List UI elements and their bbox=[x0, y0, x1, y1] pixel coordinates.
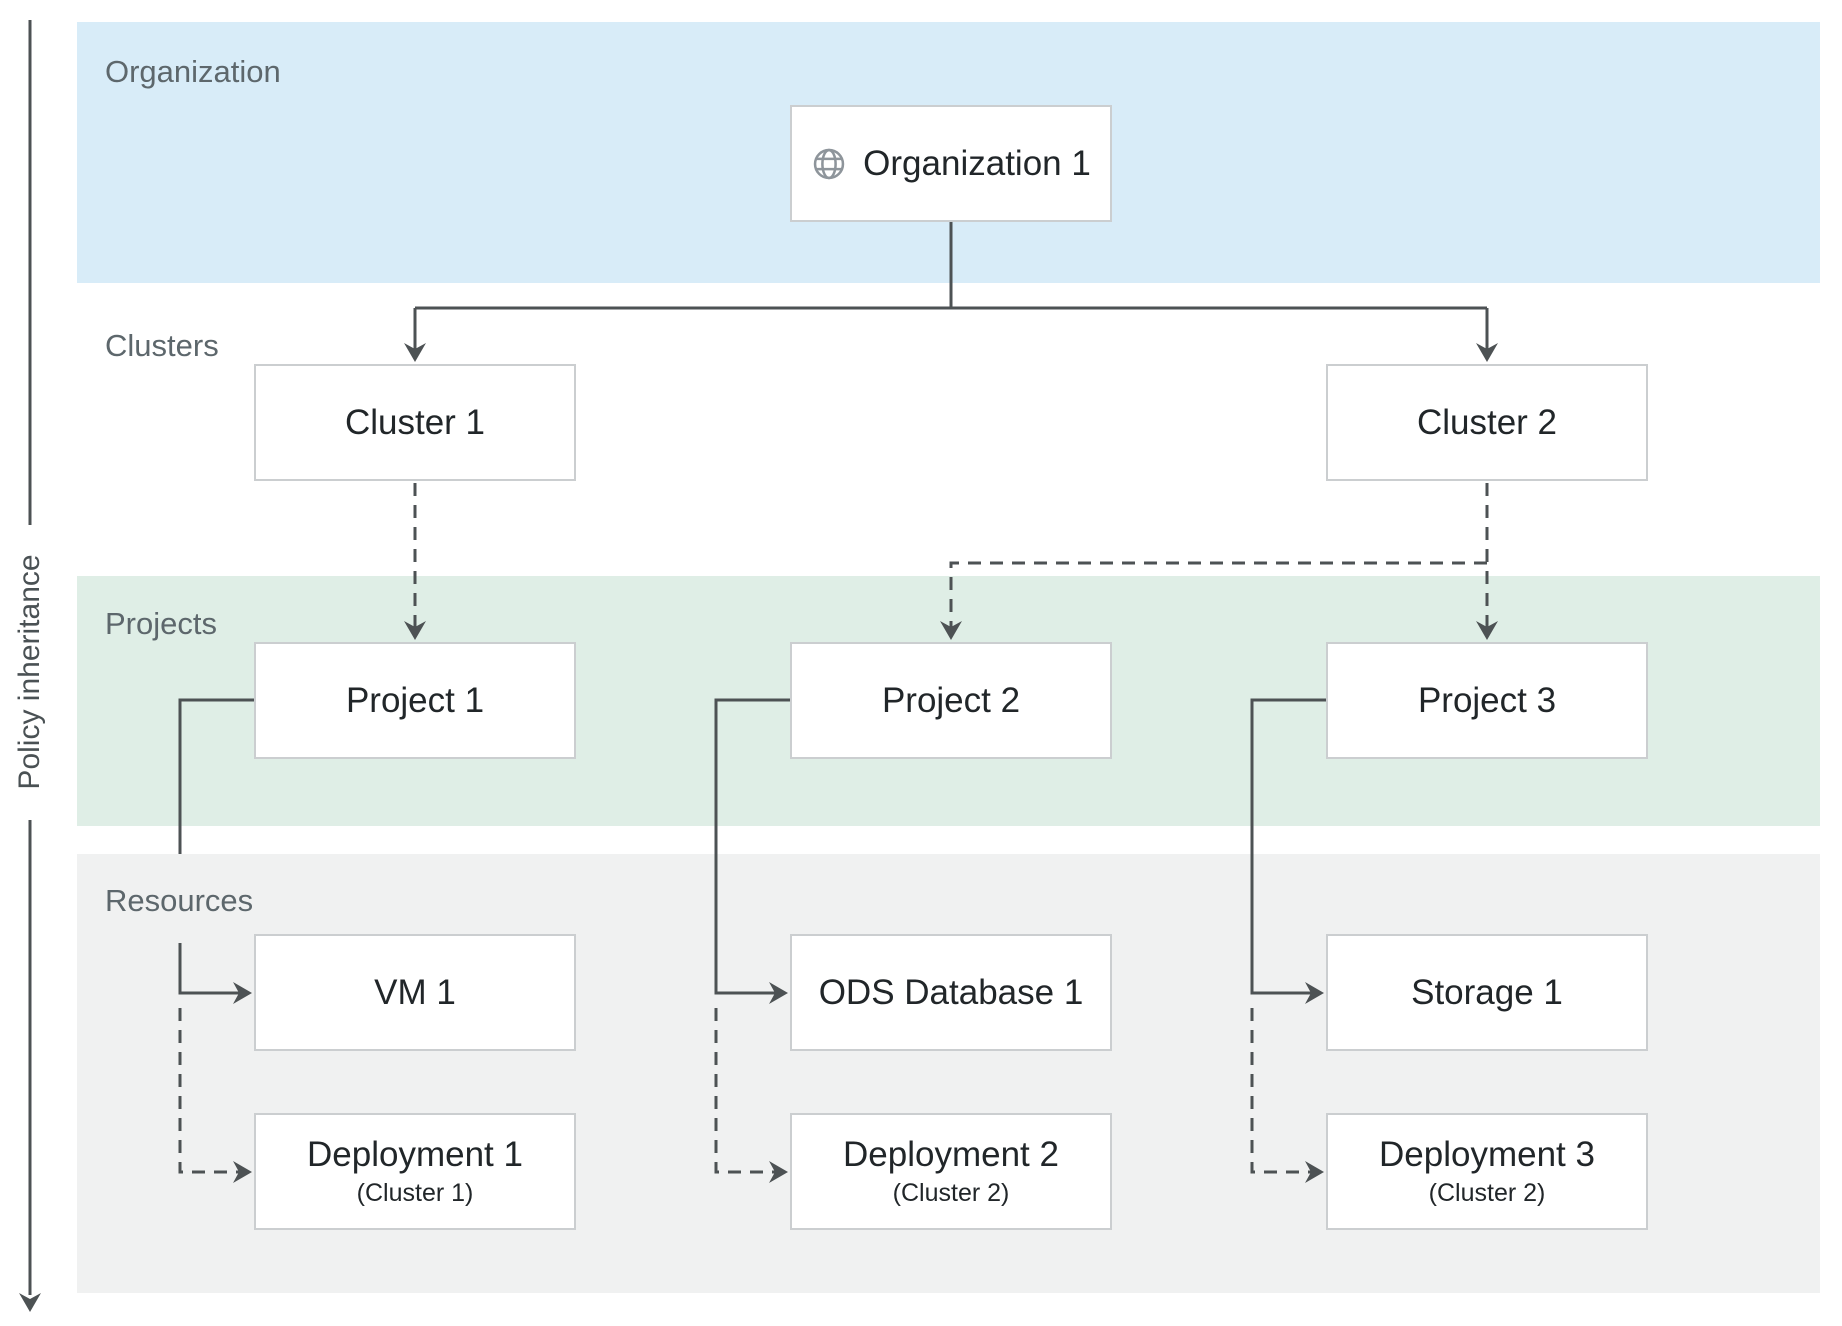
node-label: Organization 1 bbox=[863, 143, 1091, 183]
node-label: Cluster 1 bbox=[344, 402, 486, 442]
node-deployment-1: Deployment 1 (Cluster 1) bbox=[254, 1113, 576, 1230]
node-label: Deployment 1 bbox=[307, 1135, 523, 1174]
policy-inheritance-arrow bbox=[19, 20, 41, 1312]
node-deployment-2: Deployment 2 (Cluster 2) bbox=[790, 1113, 1112, 1230]
node-label: Project 3 bbox=[1417, 680, 1557, 720]
node-label: Project 1 bbox=[345, 680, 485, 720]
band-label-clusters: Clusters bbox=[105, 328, 219, 363]
band-label-organization: Organization bbox=[105, 54, 281, 89]
edge-project2-odsdatabase1 bbox=[714, 698, 790, 1004]
band-label-projects: Projects bbox=[105, 606, 217, 641]
node-sublabel: (Cluster 2) bbox=[1428, 1179, 1546, 1207]
edge-project3-deployment3 bbox=[1250, 1008, 1324, 1183]
band-label-resources: Resources bbox=[105, 883, 254, 918]
node-label: Deployment 2 bbox=[843, 1135, 1059, 1174]
edge-project1-deployment1 bbox=[178, 1008, 252, 1183]
node-vm-1: VM 1 bbox=[254, 934, 576, 1051]
globe-icon bbox=[813, 148, 845, 179]
node-ods-database-1: ODS Database 1 bbox=[790, 934, 1112, 1051]
node-sublabel: (Cluster 2) bbox=[892, 1179, 1010, 1207]
node-label: Cluster 2 bbox=[1416, 402, 1558, 442]
node-label: Deployment 3 bbox=[1379, 1135, 1595, 1174]
edge-cluster2-project2 bbox=[940, 561, 1487, 640]
node-sublabel: (Cluster 1) bbox=[356, 1179, 474, 1207]
node-project-2: Project 2 bbox=[790, 642, 1112, 759]
node-deployment-3: Deployment 3 (Cluster 2) bbox=[1326, 1113, 1648, 1230]
node-label: VM 1 bbox=[374, 972, 456, 1012]
edge-cluster1-project1 bbox=[404, 483, 426, 640]
edge-project2-deployment2 bbox=[714, 1008, 788, 1183]
node-storage-1: Storage 1 bbox=[1326, 934, 1648, 1051]
node-label: Project 2 bbox=[881, 680, 1021, 720]
edge-organization1-clusters bbox=[404, 222, 1498, 362]
edge-project1-vm1 bbox=[178, 698, 254, 1004]
node-cluster-1: Cluster 1 bbox=[254, 364, 576, 481]
node-project-3: Project 3 bbox=[1326, 642, 1648, 759]
policy-inheritance-label: Policy inheritance bbox=[13, 554, 46, 790]
node-label: Storage 1 bbox=[1411, 972, 1563, 1012]
node-cluster-2: Cluster 2 bbox=[1326, 364, 1648, 481]
edge-project3-storage1 bbox=[1250, 698, 1326, 1004]
node-project-1: Project 1 bbox=[254, 642, 576, 759]
node-label: ODS Database 1 bbox=[818, 972, 1084, 1012]
node-organization-1: Organization 1 bbox=[790, 105, 1112, 222]
edge-cluster2-project3 bbox=[1476, 483, 1498, 640]
